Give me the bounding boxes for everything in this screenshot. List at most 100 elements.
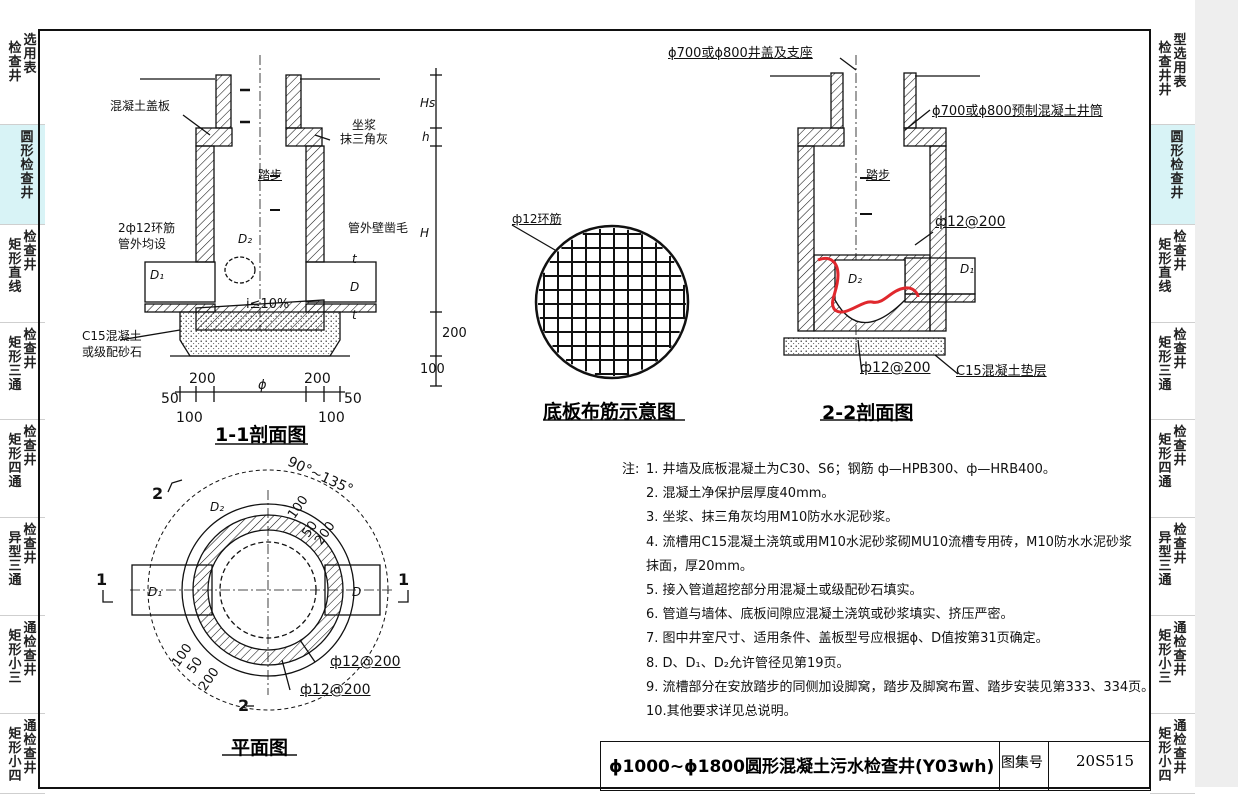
right-tab-label: 矩形小四: [1158, 727, 1172, 784]
left-tab-2[interactable]: 矩形直线检查井: [0, 225, 45, 323]
right-tab-3[interactable]: 矩形三通检查井: [1150, 323, 1195, 420]
label-ring-rebar: ф12环筋: [512, 212, 562, 226]
right-tab-6[interactable]: 矩形小三通检查井: [1150, 616, 1195, 714]
label-rebar-200-a: ф12@200: [935, 214, 1006, 230]
left-tab-label: 检查井: [23, 230, 37, 273]
dim-100-right: 100: [318, 410, 345, 426]
label-ring-bar: 2ф12环筋: [118, 221, 176, 235]
label-slope: i≤10%: [246, 297, 290, 312]
label-step-2: 踏步: [866, 168, 891, 182]
atlas-label: 图集号: [1001, 755, 1043, 771]
left-tab-label: 检查井: [23, 425, 37, 468]
right-tab-label: 矩形直线: [1158, 238, 1172, 295]
right-tab-label: 型选用表: [1173, 33, 1187, 90]
title-block-divider: [1048, 742, 1049, 790]
title-section-1-1: 1-1剖面图: [215, 424, 307, 446]
cut-marker-2-bottom: 2: [238, 696, 250, 715]
label-mortar: 坐浆: [352, 118, 377, 132]
dim-hs: Hs: [420, 96, 436, 110]
section-2-2-drawing: [770, 55, 980, 421]
left-tab-5[interactable]: 异型三通检查井: [0, 518, 45, 616]
note-item: 6. 管道与墙体、底板间隙应混凝土浇筑或砂浆填实、挤压严密。: [646, 607, 1014, 623]
left-tab-4[interactable]: 矩形四通检查井: [0, 420, 45, 518]
label-c15-base: C15混凝土: [82, 329, 142, 343]
left-tab-label: 矩形小三: [8, 629, 22, 686]
label-step: 踏步: [258, 168, 283, 182]
dim-d1: D₁: [150, 268, 165, 282]
dim-d2-2: D₂: [848, 272, 863, 286]
left-tab-label: 矩形四通: [8, 433, 22, 490]
left-tab-label: 矩形小四: [8, 727, 22, 784]
viewer-scroll-gutter[interactable]: [1195, 0, 1238, 787]
dim-200-right: 200: [304, 371, 331, 387]
dim-200-left: 200: [189, 371, 216, 387]
note-item: 5. 接入管道超挖部分用混凝土或级配砂石填实。: [646, 583, 923, 599]
right-tab-label: 矩形小三: [1158, 629, 1172, 686]
right-tab-label: 检查井: [1173, 328, 1187, 371]
plan-rebar-200-b: ф12@200: [300, 682, 371, 698]
left-tab-label: 通检查井: [23, 719, 37, 776]
dim-50-right: 50: [344, 391, 362, 407]
left-tab-6[interactable]: 矩形小三通检查井: [0, 616, 45, 714]
right-tab-2[interactable]: 矩形直线检查井: [1150, 225, 1195, 323]
note-item: 2. 混凝土净保护层厚度40mm。: [646, 486, 835, 502]
cut-marker-1-right: 1: [398, 570, 410, 589]
right-tab-label: 圆形检查井: [1170, 130, 1184, 201]
plan-dim-d1: D₁: [148, 585, 163, 599]
left-tab-label: 选用表: [23, 33, 37, 76]
drawing-title: ϕ1000~ϕ1800圆形混凝土污水检查井(Y03wh): [609, 757, 995, 777]
left-tab-label: 矩形直线: [8, 238, 22, 295]
dim-50-left: 50: [161, 391, 179, 407]
cut-marker-1-left: 1: [96, 570, 108, 589]
plate-rebar-drawing: [511, 224, 690, 421]
right-tab-label: 通检查井: [1173, 621, 1187, 678]
note-item: 8. D、D₁、D₂允许管径见第19页。: [646, 655, 850, 671]
right-tab-label: 检查井: [1173, 230, 1187, 273]
label-gravel: 或级配砂石: [82, 345, 143, 359]
right-tab-1[interactable]: 圆形检查井: [1150, 125, 1195, 225]
title-plan: 平面图: [231, 737, 289, 759]
notes-block: 注: 1. 井墙及底板混凝土为C30、S6；钢筋 ф—HPB300、ф—HRB4…: [622, 458, 1154, 724]
left-tab-label: 通检查井: [23, 621, 37, 678]
dim-d2: D₂: [238, 232, 253, 246]
note-item: 1. 井墙及底板混凝土为C30、S6；钢筋 ф—HPB300、ф—HRB400。: [646, 462, 1056, 477]
note-item: 7. 图中井室尺寸、适用条件、盖板型号应根据ϕ、D值按第31页确定。: [646, 631, 1049, 647]
section-1-1-drawing: [119, 55, 442, 445]
left-tab-label: 检查井: [8, 41, 22, 84]
title-block-divider: [999, 742, 1000, 790]
red-annotation-stroke: [817, 256, 920, 314]
left-tab-7[interactable]: 矩形小四通检查井: [0, 714, 45, 794]
title-block: ϕ1000~ϕ1800圆形混凝土污水检查井(Y03wh) 图集号 20S515: [600, 741, 1151, 791]
title-section-2-2: 2-2剖面图: [822, 402, 914, 424]
note-item: 10.其他要求详见总说明。: [646, 704, 797, 720]
atlas-number: 20S515: [1076, 752, 1134, 770]
note-item: 3. 坐浆、抹三角灰均用M10防水水泥砂浆。: [646, 510, 899, 526]
left-tab-3[interactable]: 矩形三通检查井: [0, 323, 45, 420]
dim-phi: ϕ: [258, 378, 267, 393]
note-item: 4. 流槽用C15混凝土浇筑或用M10水泥砂浆砌MU10流槽专用砖，M10防水水…: [646, 534, 1132, 550]
label-pipe-roughen: 管外壁凿毛: [348, 221, 409, 235]
dim-t-top: t: [352, 252, 357, 266]
left-tab-0[interactable]: 检查井选用表: [0, 28, 45, 125]
dim-100-vertical: 100: [420, 362, 445, 377]
plan-dim-d: D: [352, 585, 362, 599]
dim-100-left: 100: [176, 410, 203, 426]
dim-200-vertical: 200: [442, 326, 467, 341]
right-tab-5[interactable]: 异型三通检查井: [1150, 518, 1195, 616]
left-tab-label: 异型三通: [8, 531, 22, 588]
dim-d1-2: D₁: [960, 262, 975, 276]
left-tab-label: 圆形检查井: [20, 130, 34, 201]
left-tab-1[interactable]: 圆形检查井: [0, 125, 45, 225]
label-precast-tube: ϕ700或ϕ800预制混凝土井筒: [932, 104, 1103, 119]
left-tab-label: 检查井: [23, 523, 37, 566]
label-ring-bar-note: 管外均设: [118, 237, 167, 251]
right-tab-0[interactable]: 检查井井型选用表: [1150, 28, 1195, 125]
label-cover-seat: ϕ700或ϕ800井盖及支座: [668, 46, 813, 61]
right-tab-label: 通检查井: [1173, 719, 1187, 776]
label-concrete-cover: 混凝土盖板: [110, 99, 171, 113]
label-c15-cushion: C15混凝土垫层: [956, 364, 1047, 379]
right-tab-4[interactable]: 矩形四通检查井: [1150, 420, 1195, 518]
dim-d: D: [350, 280, 360, 294]
right-tab-label: 检查井: [1173, 425, 1187, 468]
label-triangle-plaster: 抹三角灰: [340, 132, 389, 146]
